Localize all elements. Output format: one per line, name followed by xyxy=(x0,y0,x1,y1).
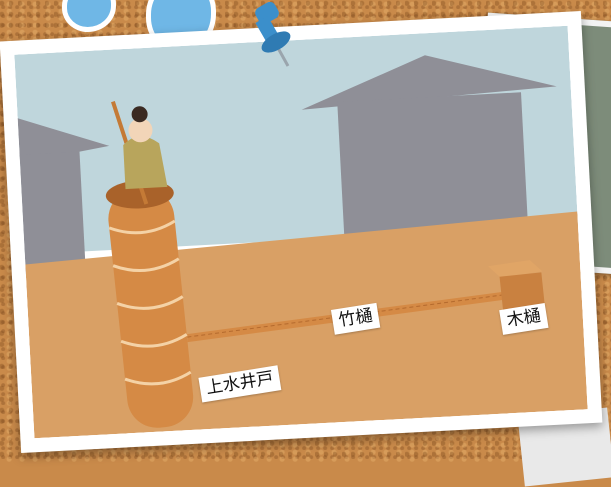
house-roof-left xyxy=(14,115,110,166)
house-right xyxy=(337,92,529,252)
wooden-box-top xyxy=(488,260,543,278)
house-roof-right xyxy=(301,55,557,110)
person-hair xyxy=(131,106,148,123)
illustration-photo: 上水井戸 竹樋 木樋 xyxy=(0,11,603,453)
house-left xyxy=(14,151,86,275)
scene-drawing xyxy=(14,25,588,439)
well-hoops xyxy=(108,219,192,386)
push-pin-icon xyxy=(255,1,291,67)
illustration-scene xyxy=(14,25,588,439)
person-head xyxy=(128,118,153,143)
person-body xyxy=(123,136,168,190)
